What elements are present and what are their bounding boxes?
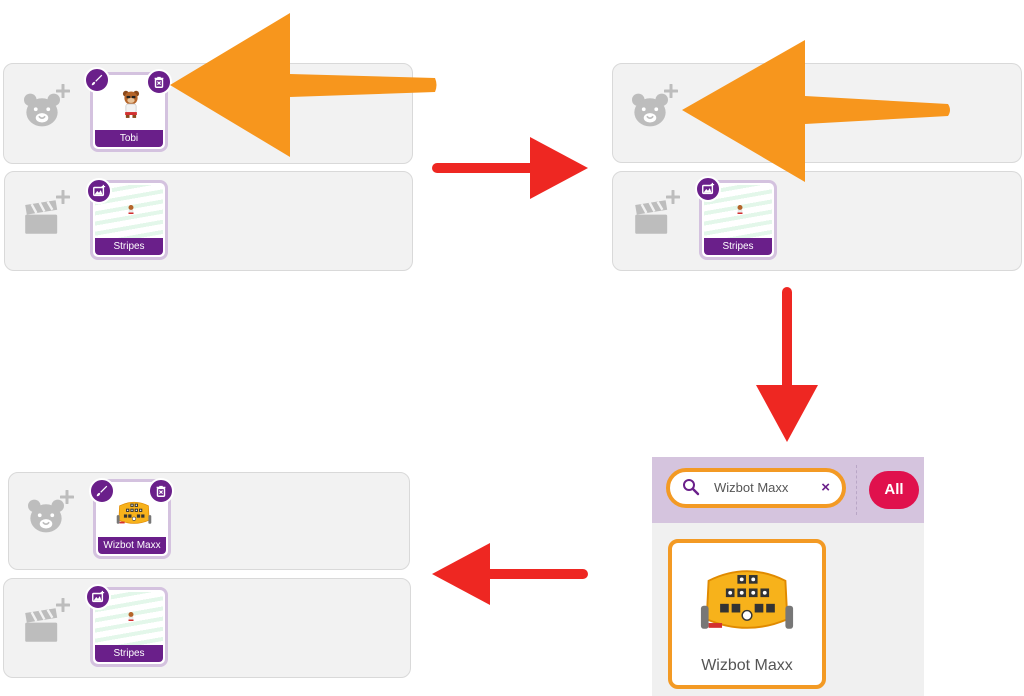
clapperboard-plus-icon bbox=[23, 190, 70, 236]
sprite-label: Tobi bbox=[95, 130, 163, 147]
backdrop-pane-bl bbox=[3, 578, 411, 678]
backdrop-card-stripes-bl[interactable]: Stripes bbox=[90, 587, 168, 667]
delete-sprite-button[interactable] bbox=[146, 69, 172, 95]
backdrop-badge[interactable] bbox=[695, 176, 721, 202]
result-label: Wizbot Maxx bbox=[701, 657, 793, 674]
sprite-label: Wizbot Maxx bbox=[98, 537, 166, 554]
search-value: Wizbot Maxx bbox=[714, 480, 789, 495]
paintbrush-icon bbox=[96, 485, 108, 497]
backdrop-pane-tl bbox=[4, 171, 413, 271]
image-icon bbox=[92, 590, 105, 603]
add-backdrop-button[interactable] bbox=[22, 190, 70, 243]
sprite-pane-bl bbox=[8, 472, 410, 570]
magnifier-icon bbox=[683, 479, 700, 496]
sprite-library-panel: Wizbot Maxx × All Wizbot Maxx bbox=[652, 457, 924, 696]
bear-plus-icon bbox=[27, 490, 74, 534]
delete-sprite-button-bl[interactable] bbox=[148, 478, 174, 504]
backdrop-thumbnail bbox=[95, 185, 163, 238]
library-result-wizbot[interactable]: Wizbot Maxx bbox=[668, 539, 826, 689]
red-arrow-down bbox=[756, 287, 818, 442]
clapperboard-plus-icon bbox=[23, 598, 70, 644]
add-backdrop-button-tr[interactable] bbox=[632, 190, 680, 243]
add-sprite-button-tr[interactable] bbox=[630, 84, 678, 135]
trash-icon bbox=[155, 485, 167, 497]
red-arrow-left bbox=[432, 543, 588, 605]
image-icon bbox=[93, 184, 106, 197]
edit-sprite-button[interactable] bbox=[84, 67, 110, 93]
filter-all-button[interactable]: All bbox=[869, 471, 919, 509]
search-input[interactable]: Wizbot Maxx × bbox=[666, 468, 846, 508]
backdrop-badge[interactable] bbox=[85, 584, 111, 610]
library-filter-bar: Wizbot Maxx × All bbox=[652, 457, 924, 523]
backdrop-badge[interactable] bbox=[86, 178, 112, 204]
sprite-card-tobi[interactable]: Tobi bbox=[90, 72, 168, 152]
backdrop-label: Stripes bbox=[704, 238, 772, 255]
edit-sprite-button-bl[interactable] bbox=[89, 478, 115, 504]
add-sprite-button-bl[interactable] bbox=[26, 490, 74, 541]
clear-search-button[interactable]: × bbox=[821, 479, 830, 496]
bear-plus-icon bbox=[23, 84, 70, 128]
wizbot-sprite-image bbox=[699, 570, 795, 630]
paintbrush-icon bbox=[91, 74, 103, 86]
red-arrow-right bbox=[432, 137, 588, 199]
add-backdrop-button-bl[interactable] bbox=[22, 598, 70, 651]
add-sprite-button[interactable] bbox=[22, 84, 70, 135]
filter-divider bbox=[856, 465, 857, 515]
image-icon bbox=[702, 182, 715, 195]
backdrop-label: Stripes bbox=[95, 238, 163, 255]
clapperboard-plus-icon bbox=[633, 190, 680, 236]
trash-icon bbox=[153, 76, 165, 88]
bear-plus-icon bbox=[631, 84, 678, 128]
backdrop-label: Stripes bbox=[95, 645, 163, 662]
